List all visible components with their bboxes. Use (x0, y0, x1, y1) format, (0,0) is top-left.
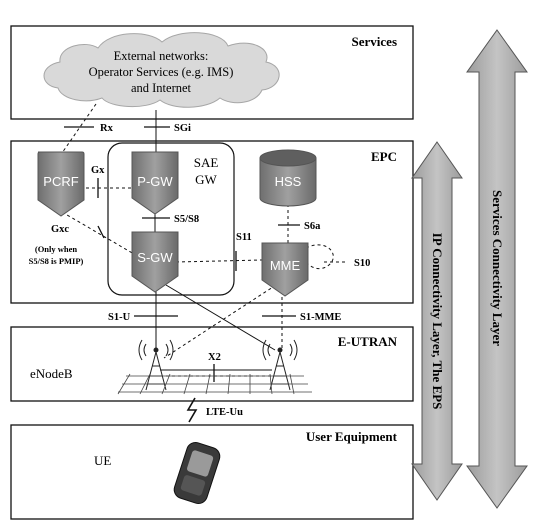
lte-uu-lightning-icon (186, 397, 198, 423)
external-networks-cloud (43, 32, 280, 108)
cloud-text-line3: and Internet (131, 81, 192, 95)
rx-link (61, 103, 97, 154)
ip-connectivity-arrow (411, 141, 463, 501)
epc-layer-box (10, 140, 414, 304)
epc-layer-title: EPC (371, 149, 397, 164)
gxc-label: Gxc (51, 224, 69, 235)
s10-label: S10 (354, 258, 370, 269)
ue-label: UE (94, 453, 111, 468)
rx-label: Rx (100, 123, 114, 134)
services-layer-box (10, 25, 414, 120)
gxc-link (61, 211, 135, 255)
pcrf-node (37, 151, 85, 217)
eutran-layer-box (10, 326, 414, 402)
s10-loop (305, 244, 334, 270)
pgw-node (131, 151, 179, 215)
user-equipment-layer-title: User Equipment (306, 429, 398, 444)
s1u-label: S1-U (108, 312, 131, 323)
mobile-phone-icon (173, 442, 221, 504)
mme-label: MME (270, 258, 301, 273)
hss-label: HSS (275, 174, 302, 189)
x2-label: X2 (208, 352, 221, 363)
services-layer-title: Services (352, 34, 397, 49)
sgw-label: S-GW (137, 250, 173, 265)
services-connectivity-arrow (466, 29, 528, 509)
s11-link (175, 259, 263, 263)
gxc-note-line1: (Only when (35, 244, 78, 254)
gx-label: Gx (91, 165, 105, 176)
mme-node (261, 242, 309, 297)
lte-uu-label: LTE-Uu (206, 407, 243, 418)
s6a-label: S6a (304, 221, 321, 232)
eutran-layer-title: E-UTRAN (338, 334, 398, 349)
ip-connectivity-label: IP Connectivity Layer, The EPS (430, 233, 445, 410)
s5s8-label: S5/S8 (174, 214, 199, 225)
enodeb-ground-grid (117, 373, 312, 395)
user-equipment-layer-box (10, 424, 414, 520)
gxc-note-line2: S5/S8 is PMIP) (29, 256, 84, 266)
hss-database-icon (259, 149, 317, 207)
cloud-text-line1: External networks: (114, 49, 209, 63)
enodeb-tower-left-icon (138, 339, 174, 391)
s1mme-label: S1-MME (300, 312, 341, 323)
enodeb-label: eNodeB (30, 366, 73, 381)
pgw-label: P-GW (137, 174, 173, 189)
services-connectivity-label: Services Connectivity Layer (490, 190, 505, 346)
s1mme-link-left (163, 284, 277, 359)
sgi-label: SGi (174, 123, 191, 134)
sgw-node (131, 231, 179, 293)
s1u-link-right (165, 284, 276, 351)
sae-gw-label-line1: SAE (194, 155, 219, 170)
gxc-tick (97, 225, 105, 239)
sae-gw-box (107, 142, 235, 296)
sae-gw-label-line2: GW (195, 172, 217, 187)
s11-label: S11 (236, 232, 252, 243)
cloud-text-line2: Operator Services (e.g. IMS) (89, 65, 234, 79)
pcrf-label: PCRF (43, 174, 78, 189)
